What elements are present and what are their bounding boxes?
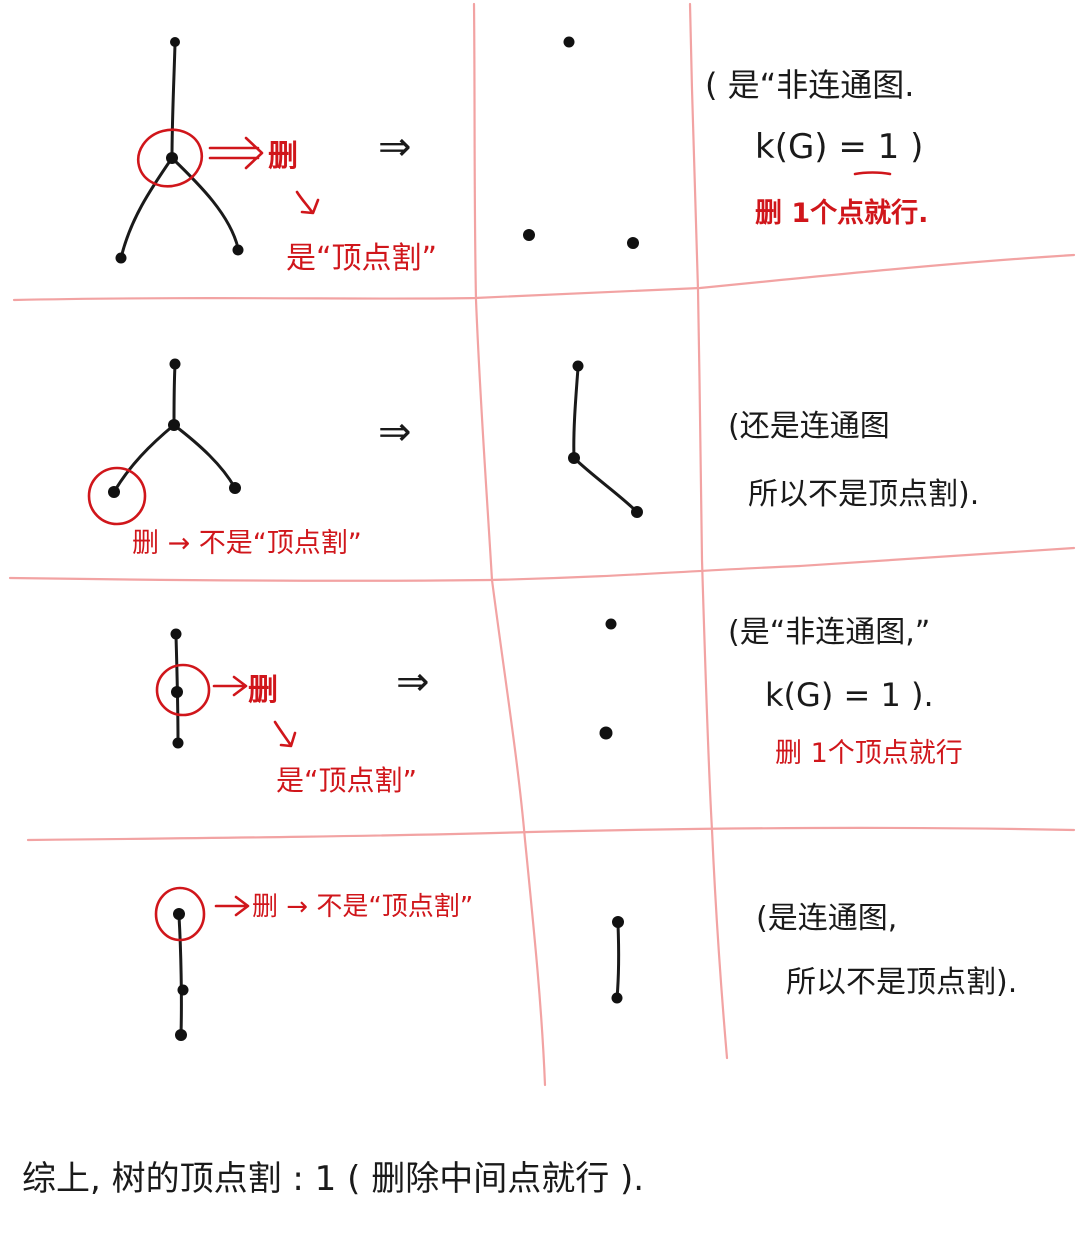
grid-h-line-3 xyxy=(26,826,1076,842)
row4-selected-vertex-circle xyxy=(154,886,206,942)
row3-delete-label: 删 xyxy=(248,673,278,708)
row4-result-graph xyxy=(611,916,624,1004)
row2-note-line1: (还是连通图 xyxy=(728,409,890,444)
row1-result-graph xyxy=(523,36,639,249)
grid-h-line-2 xyxy=(8,546,1076,582)
row1-result-label: 是“顶点割” xyxy=(286,241,437,276)
row3-path-graph xyxy=(170,628,184,749)
row3-implies: ⇒ xyxy=(396,659,430,705)
row4-path-graph xyxy=(173,908,189,1041)
grid-v-line-1 xyxy=(472,2,547,1087)
row-3: 删 是“顶点割” ⇒ (是“非连通图,” k(G) = 1 ). 删 1个顶点就… xyxy=(155,615,963,797)
grid-h-line-1 xyxy=(12,253,1076,302)
row1-underline xyxy=(853,171,892,176)
row2-note-line2: 所以不是顶点割). xyxy=(748,477,979,512)
row-2: 删 → 不是“顶点割” ⇒ (还是连通图 所以不是顶点割). xyxy=(87,358,979,559)
row1-delete-label: 删 xyxy=(268,139,298,174)
conclusion-text: 综上, 树的顶点割 : 1 ( 删除中间点就行 ). xyxy=(22,1159,644,1199)
row1-note-line3: 删 1个点就行. xyxy=(755,197,928,229)
row1-note-line1: ( 是“非连通图. xyxy=(705,66,914,104)
row3-note-line3: 删 1个顶点就行 xyxy=(775,738,963,769)
row1-implies: ⇒ xyxy=(378,124,412,170)
row3-note-line2: k(G) = 1 ). xyxy=(765,676,934,714)
row1-note-line2: k(G) = 1 ) xyxy=(755,127,923,167)
row4-note-line1: (是连通图, xyxy=(756,901,897,936)
grid-lines xyxy=(8,2,1076,1087)
row1-double-arrow xyxy=(208,136,264,170)
row1-selected-vertex-circle xyxy=(136,128,204,188)
grid-v-line-2 xyxy=(688,2,729,1060)
row2-result-graph xyxy=(568,360,643,518)
row3-arrow xyxy=(212,675,248,697)
row1-tree-graph xyxy=(115,37,244,264)
row4-delete-label: 删 → 不是“顶点割” xyxy=(252,892,473,922)
row4-arrow xyxy=(214,895,250,917)
row3-result-label: 是“顶点割” xyxy=(276,764,417,797)
row3-result-graph xyxy=(599,618,617,740)
row2-tree-graph xyxy=(108,358,241,498)
row3-note-line1: (是“非连通图,” xyxy=(728,615,930,650)
row-4: 删 → 不是“顶点割” (是连通图, 所以不是顶点割). xyxy=(154,886,1017,1041)
row2-implies: ⇒ xyxy=(378,409,412,455)
row2-selected-vertex-circle xyxy=(87,466,147,526)
row1-down-arrow xyxy=(295,190,320,215)
row3-down-arrow xyxy=(273,720,297,748)
row2-delete-label: 删 → 不是“顶点割” xyxy=(132,528,362,559)
row-1: 删 是“顶点割” ⇒ ( 是“非连通图. k(G) = 1 ) 删 1个点就行. xyxy=(115,36,928,276)
row3-selected-vertex-circle xyxy=(155,663,211,717)
row4-note-line2: 所以不是顶点割). xyxy=(786,965,1017,1000)
